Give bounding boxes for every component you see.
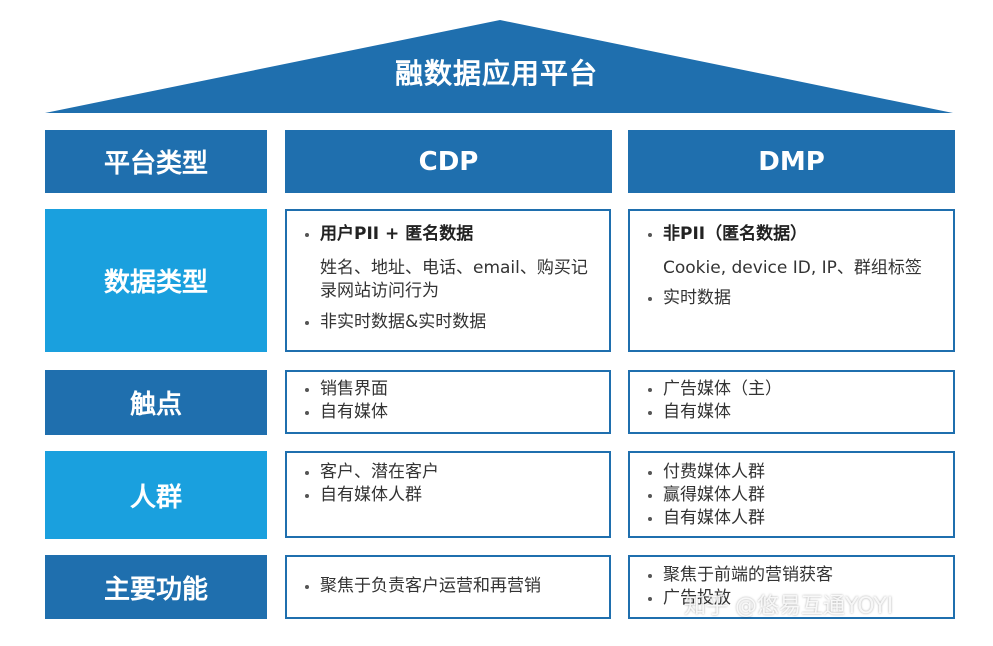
dmp-function-box: 聚焦于前端的营销获客 广告投放 [628,555,955,619]
dmp-data-type-sub: Cookie, device ID, IP、群组标签 [663,258,922,278]
roof-shape [45,20,953,113]
list-item: 付费媒体人群 [646,461,943,484]
list-item: 实时数据 [646,287,943,310]
cdp-data-type-sub: 姓名、地址、电话、email、购买记录网站访问行为 [320,258,588,301]
list-item: 广告投放 [646,587,943,610]
row-label-main-function: 主要功能 [45,555,267,619]
dmp-touchpoint-box: 广告媒体（主） 自有媒体 [628,370,955,434]
list-item: 聚焦于前端的营销获客 [646,564,943,587]
list-item: 非实时数据&实时数据 [303,311,599,334]
cdp-touchpoint-box: 销售界面 自有媒体 [285,370,611,434]
cdp-function-box: 聚焦于负责客户运营和再营销 [285,555,611,619]
dmp-audience-box: 付费媒体人群 赢得媒体人群 自有媒体人群 [628,451,955,538]
header-label-platform-type: 平台类型 [45,130,267,193]
header-dmp: DMP [628,130,955,193]
watermark: 知乎 @悠易互通YOYI [684,594,894,619]
list-item: 自有媒体人群 [646,507,943,530]
row-label-touchpoint: 触点 [45,370,267,435]
list-item: 聚焦于负责客户运营和再营销 [303,575,599,598]
dmp-data-type-box: 非PII（匿名数据） Cookie, device ID, IP、群组标签 实时… [628,209,955,352]
list-item: 广告媒体（主） [646,378,943,401]
list-item: 自有媒体人群 [303,484,599,507]
dmp-data-type-title: 非PII（匿名数据） [646,223,943,246]
list-item: 客户、潜在客户 [303,461,599,484]
list-item: 自有媒体 [303,401,599,424]
platform-title: 融数据应用平台 [394,57,598,90]
list-item: 自有媒体 [646,401,943,424]
cdp-audience-box: 客户、潜在客户 自有媒体人群 [285,451,611,538]
row-label-data-type: 数据类型 [45,209,267,352]
list-item: 赢得媒体人群 [646,484,943,507]
header-cdp: CDP [285,130,612,193]
list-item: 销售界面 [303,378,599,401]
row-label-audience: 人群 [45,451,267,539]
cdp-data-type-title: 用户PII + 匿名数据 [303,223,599,246]
cdp-data-type-box: 用户PII + 匿名数据 姓名、地址、电话、email、购买记录网站访问行为 非… [285,209,611,352]
